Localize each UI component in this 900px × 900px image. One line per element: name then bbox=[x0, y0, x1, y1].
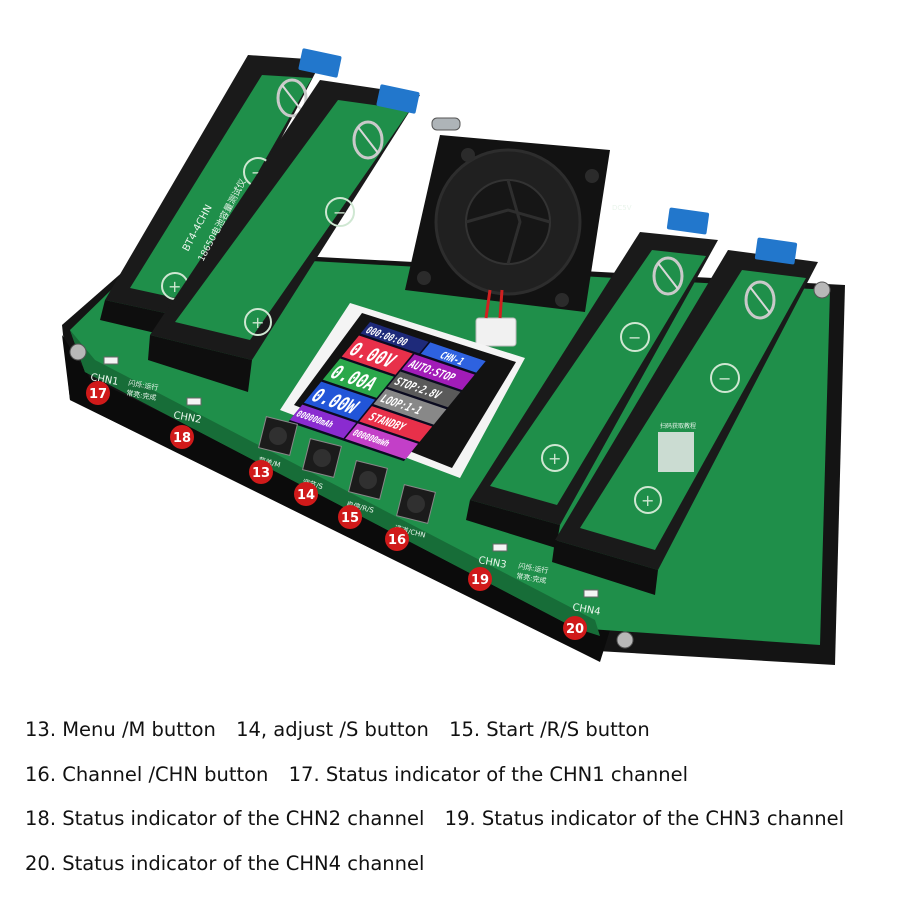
chn2-label: CHN2 bbox=[172, 410, 202, 426]
screws bbox=[69, 281, 831, 649]
callout-19: 19 bbox=[468, 567, 492, 591]
usb-c-port bbox=[431, 117, 461, 131]
svg-text:14: 14 bbox=[297, 488, 315, 503]
legend-item-19: 19. Status indicator of the CHN3 channel bbox=[444, 807, 845, 830]
svg-text:16: 16 bbox=[388, 533, 406, 548]
battery-holder-3: − + bbox=[466, 232, 718, 548]
battery-holder-4: − + bbox=[552, 250, 818, 595]
legend-row-4: 20. Status indicator of the CHN4 channel bbox=[25, 852, 885, 897]
qr-code bbox=[658, 432, 694, 472]
svg-text:−: − bbox=[628, 328, 641, 347]
svg-text:17: 17 bbox=[89, 387, 107, 402]
start-button[interactable] bbox=[347, 459, 389, 501]
callout-17: 17 bbox=[86, 381, 110, 405]
callout-18: 18 bbox=[170, 425, 194, 449]
chn2-led bbox=[186, 397, 202, 406]
pcb-board-shade bbox=[70, 330, 600, 636]
svg-text:15: 15 bbox=[341, 511, 359, 526]
dc-label: DC5V bbox=[612, 204, 632, 212]
legend-row-3: 18. Status indicator of the CHN2 channel… bbox=[25, 807, 885, 852]
cooling-fan bbox=[405, 135, 610, 312]
legend-row-1: 13. Menu /M button 14, adjust /S button … bbox=[25, 718, 885, 763]
callout-15: 15 bbox=[338, 505, 362, 529]
svg-text:+: + bbox=[168, 277, 181, 296]
svg-text:20: 20 bbox=[566, 622, 584, 637]
screw-terminals bbox=[298, 48, 798, 265]
svg-text:13: 13 bbox=[252, 466, 270, 481]
battery-holder-2: − + bbox=[148, 80, 420, 392]
chn3-label: CHN3 bbox=[477, 555, 507, 571]
svg-text:+: + bbox=[641, 491, 654, 510]
adjust-button[interactable] bbox=[301, 437, 343, 479]
callout-14: 14 bbox=[294, 482, 318, 506]
menu-button[interactable] bbox=[257, 415, 299, 457]
chn3-led bbox=[492, 543, 508, 552]
product-photo: − + − + BT4-4CHN 18650电池容量测试仪 − + − bbox=[62, 48, 845, 665]
callout-20: 20 bbox=[563, 616, 587, 640]
callout-16: 16 bbox=[385, 527, 409, 551]
svg-text:+: + bbox=[251, 313, 264, 332]
chn4-label: CHN4 bbox=[571, 602, 601, 618]
callout-13: 13 bbox=[249, 460, 273, 484]
svg-text:19: 19 bbox=[471, 573, 489, 588]
legend-item-13: 13. Menu /M button bbox=[25, 718, 216, 741]
legend-row-2: 16. Channel /CHN button 17. Status indic… bbox=[25, 763, 885, 808]
chn1-led bbox=[103, 356, 119, 365]
legend-item-16: 16. Channel /CHN button bbox=[25, 762, 269, 786]
legend-item-14: 14, adjust /S button bbox=[236, 718, 429, 741]
battery-holder-1: − + bbox=[100, 55, 322, 340]
legend-item-15: 15. Start /R/S button bbox=[449, 718, 650, 741]
svg-text:+: + bbox=[548, 449, 561, 468]
channel-button[interactable] bbox=[395, 483, 437, 525]
legend: 13. Menu /M button 14, adjust /S button … bbox=[25, 718, 885, 896]
legend-item-17: 17. Status indicator of the CHN1 channel bbox=[288, 762, 689, 786]
fan-connector bbox=[475, 317, 517, 347]
svg-text:18: 18 bbox=[173, 431, 191, 446]
chn4-led bbox=[583, 589, 599, 598]
qr-label: 扫码获取教程 bbox=[660, 422, 696, 430]
legend-item-18: 18. Status indicator of the CHN2 channel bbox=[25, 807, 425, 830]
svg-text:−: − bbox=[333, 203, 346, 222]
svg-text:−: − bbox=[718, 369, 731, 388]
legend-item-20: 20. Status indicator of the CHN4 channel bbox=[25, 851, 425, 875]
lcd-screen: 000:00:00 CHN-1 0.00V 0.00A 0.00W AUTO:S… bbox=[288, 322, 486, 462]
